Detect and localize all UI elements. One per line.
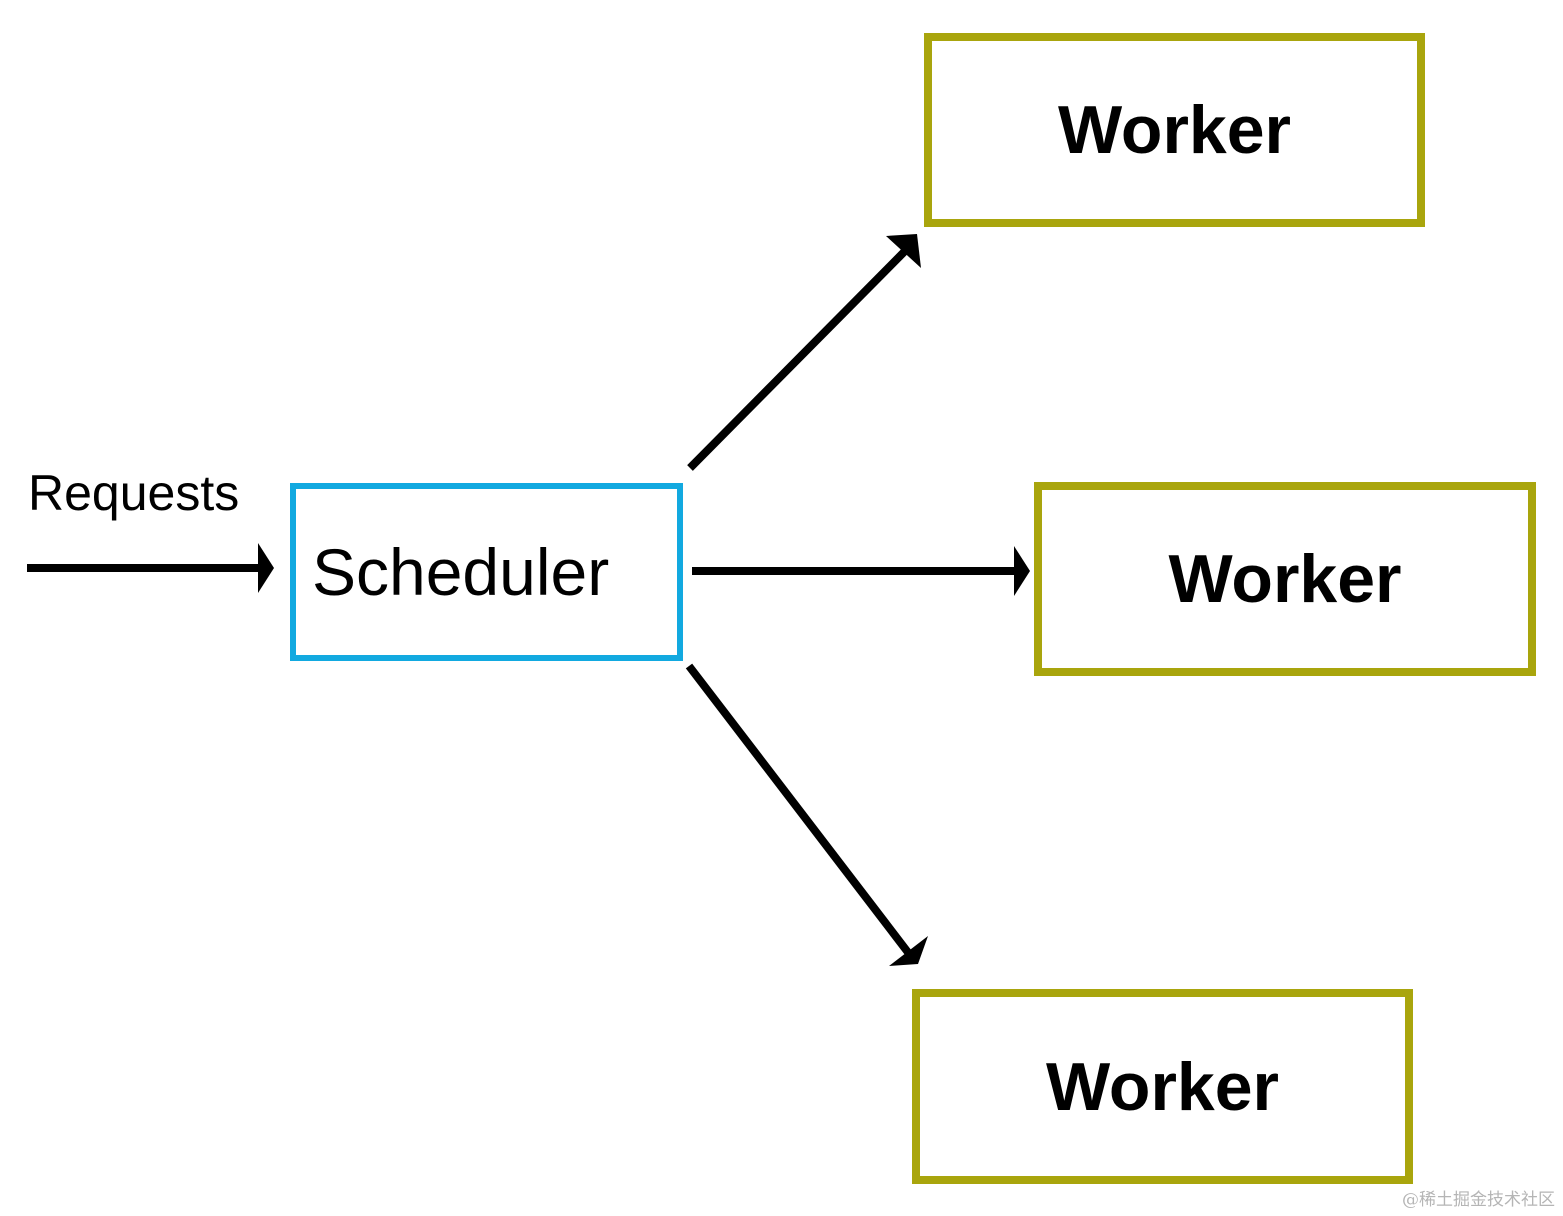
arrow-to-worker-bottom [685, 663, 928, 966]
worker-label-top: Worker [1057, 92, 1292, 168]
requests-arrow [27, 543, 274, 593]
requests-label: Requests [28, 465, 240, 521]
worker-box-middle: Worker [1034, 482, 1536, 676]
worker-box-top: Worker [924, 33, 1425, 227]
worker-label-middle: Worker [1168, 541, 1402, 617]
scheduler-label: Scheduler [312, 535, 610, 609]
worker-box-bottom: Worker [912, 989, 1413, 1184]
arrow-to-worker-middle [692, 546, 1030, 596]
worker-label-bottom: Worker [1045, 1048, 1280, 1125]
watermark-text: @稀土掘金技术社区 [1402, 1190, 1555, 1210]
arrow-to-worker-top [687, 234, 921, 471]
scheduler-box: Scheduler [290, 483, 683, 661]
